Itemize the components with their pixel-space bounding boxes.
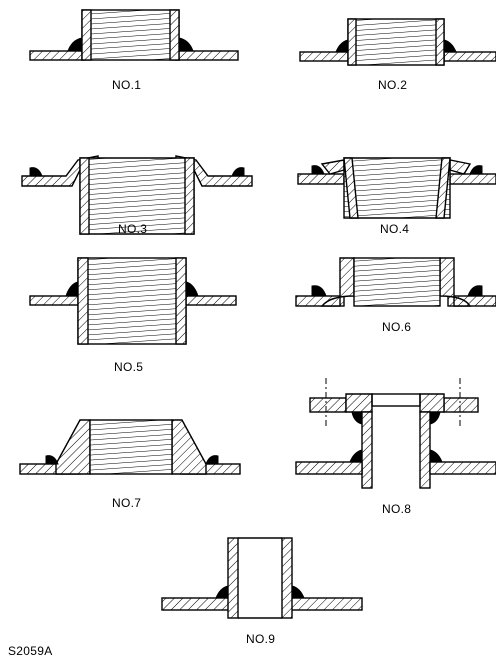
label-no1: NO.1: [112, 78, 142, 92]
label-no7: NO.7: [112, 496, 142, 510]
plate-right: [175, 50, 239, 61]
fitting-no2: [299, 18, 496, 66]
fitting-no9: [161, 537, 363, 619]
label-no9: NO.9: [246, 632, 276, 646]
fitting-no3: [21, 155, 253, 235]
figure-code: S2059A: [8, 644, 53, 658]
weld-left: [67, 37, 83, 52]
label-no3: NO.3: [118, 222, 148, 236]
weld-right: [178, 37, 194, 52]
fitting-no4: [297, 157, 496, 219]
fitting-no1: [29, 9, 239, 61]
label-no5: NO.5: [114, 360, 144, 374]
threaded-boss: [81, 9, 180, 61]
label-no2: NO.2: [378, 78, 408, 92]
fitting-no8: [295, 378, 496, 489]
label-no8: NO.8: [382, 502, 412, 516]
fitting-no7: [19, 419, 241, 475]
fitting-no6: [295, 257, 496, 307]
label-no6: NO.6: [382, 320, 412, 334]
plate-left: [29, 50, 85, 61]
fitting-no5: [29, 257, 237, 345]
label-no4: NO.4: [380, 222, 410, 236]
